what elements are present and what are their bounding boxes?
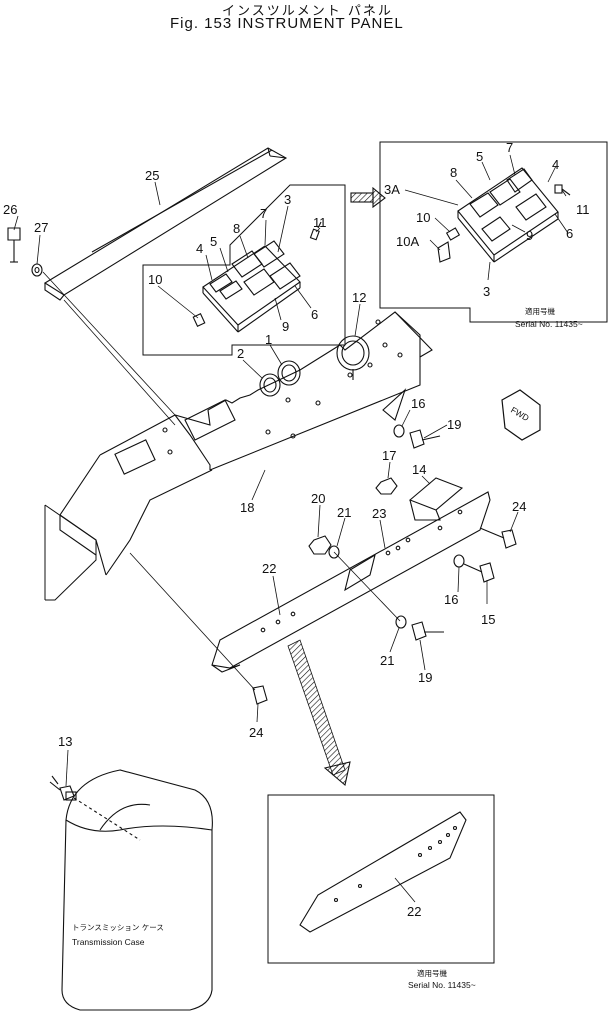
- callout-11-right: 11: [576, 202, 590, 217]
- callout-6-right: 6: [566, 226, 573, 241]
- nut-17: [375, 477, 398, 495]
- lower-detail-inset: [267, 794, 495, 964]
- cover-14: [408, 477, 464, 521]
- bolt-19b: [411, 621, 444, 641]
- bolt-15: [463, 562, 495, 583]
- callout-12: 12: [352, 290, 366, 305]
- callout-23: 23: [372, 506, 386, 521]
- callout-19-upper: 19: [447, 417, 461, 432]
- callout-5-right: 5: [476, 149, 483, 164]
- callout-24-lower: 24: [249, 725, 263, 740]
- callout-6-left: 6: [311, 307, 318, 322]
- nut-20: [308, 535, 332, 555]
- transmission-case: [61, 769, 213, 1011]
- callout-18: 18: [240, 500, 254, 515]
- serial-jp-upper: 適用号機: [525, 306, 555, 316]
- callout-1: 1: [265, 332, 272, 347]
- callout-4-right: 4: [552, 157, 559, 172]
- title-japanese: インスツルメント パネル: [222, 4, 393, 19]
- title-english: Fig. 153 INSTRUMENT PANEL: [170, 15, 404, 32]
- callout-21-upper: 21: [337, 505, 351, 520]
- callout-16-upper: 16: [411, 396, 425, 411]
- callout-5-left: 5: [210, 234, 217, 249]
- callout-22-detail: 22: [407, 904, 421, 919]
- dash-body: [44, 504, 97, 601]
- callout-11-left: 11: [313, 215, 327, 230]
- indicator-cluster-right: [437, 167, 571, 263]
- bolt-26: [7, 227, 21, 263]
- callout-16-lower: 16: [444, 592, 458, 607]
- callout-3-right: 3: [483, 284, 490, 299]
- callout-21-lower: 21: [380, 653, 394, 668]
- trans-case-jp: トランスミッション ケース: [72, 923, 164, 932]
- fwd-label: FWD: [509, 405, 531, 423]
- callout-15: 15: [481, 612, 495, 627]
- bolt-24b: [129, 552, 268, 705]
- washer-16b: [453, 554, 465, 568]
- washer-21b: [395, 615, 407, 629]
- callout-19-lower: 19: [418, 670, 432, 685]
- hood-panel-25: [43, 147, 288, 301]
- serial-jp-lower: 適用号機: [417, 968, 447, 978]
- callout-25: 25: [145, 168, 159, 183]
- washer-27: [31, 263, 43, 277]
- callout-24-right: 24: [512, 499, 526, 514]
- callout-13: 13: [58, 734, 72, 749]
- callout-20: 20: [311, 491, 325, 506]
- gauge-2: [259, 373, 281, 397]
- callout-17: 17: [382, 448, 396, 463]
- gauge-cluster-inset-left: [142, 184, 346, 356]
- detail-arrow: [350, 192, 374, 203]
- fwd-arrow: [501, 389, 541, 441]
- callout-3A-right: 3A: [384, 182, 400, 197]
- callout-26: 26: [3, 202, 17, 217]
- callout-9-left: 9: [282, 319, 289, 334]
- bolt-19a: [409, 429, 441, 449]
- callout-7-left: 7: [260, 206, 267, 221]
- callout-labels: 25 26 27 10 4 5 8 7 3 11 9 6 2 1 12 16 1…: [3, 140, 590, 990]
- bolt-24a: [479, 527, 517, 549]
- callout-10-left: 10: [148, 272, 162, 287]
- callout-22-main: 22: [262, 561, 276, 576]
- indicator-cluster-left: [192, 221, 322, 333]
- indicator-inset-right: [379, 141, 608, 323]
- lower-panel-detail: [299, 811, 467, 933]
- callout-27: 27: [34, 220, 48, 235]
- leader-lines: [13, 154, 569, 903]
- gauge-1: [277, 360, 301, 386]
- callout-10A-right: 10A: [396, 234, 419, 249]
- gauge-12: [336, 335, 370, 380]
- callout-2: 2: [237, 346, 244, 361]
- callout-10-right: 10: [416, 210, 430, 225]
- callout-14: 14: [412, 462, 426, 477]
- lower-detail-arrow: [287, 639, 346, 776]
- callout-3-left: 3: [284, 192, 291, 207]
- callout-7-right: 7: [506, 140, 513, 155]
- serial-en-upper: Serial No. 11435~: [515, 319, 583, 329]
- callout-8-left: 8: [233, 221, 240, 236]
- instrument-panel-18: [59, 311, 433, 576]
- serial-en-lower: Serial No. 11435~: [408, 980, 476, 990]
- callout-4-left: 4: [196, 241, 203, 256]
- washer-16a: [393, 424, 405, 438]
- washer-21a: [328, 545, 340, 559]
- lower-panel-22-23: [211, 491, 491, 673]
- callout-8-right: 8: [450, 165, 457, 180]
- callout-9-right: 9: [526, 228, 533, 243]
- sensor-13: [49, 775, 77, 801]
- trans-case-en: Transmission Case: [72, 937, 145, 947]
